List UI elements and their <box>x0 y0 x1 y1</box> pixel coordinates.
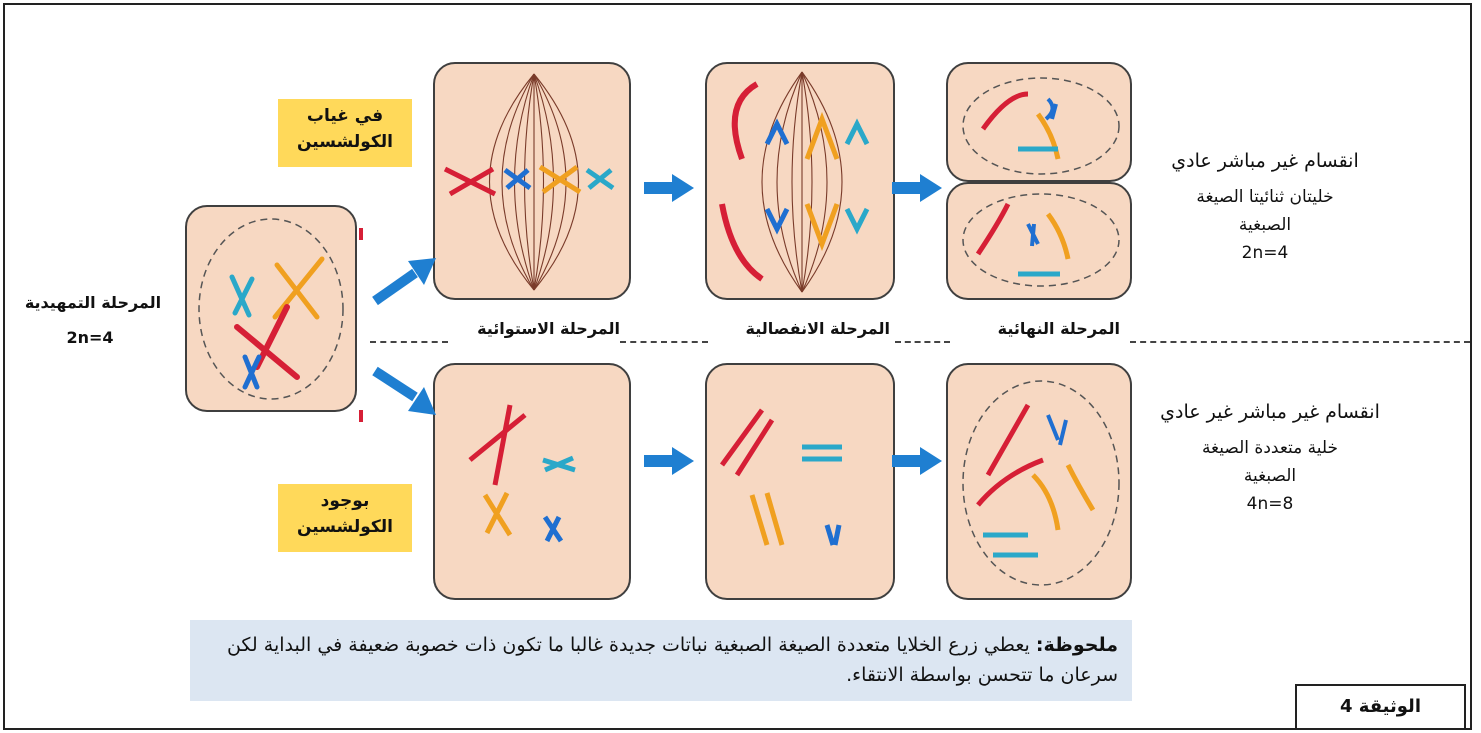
metaphase-label: المرحلة الاستوائية <box>455 319 620 338</box>
cell-edge-mark-top <box>359 228 363 240</box>
tag-with-colchicine: بوجود الكولشسين <box>278 484 412 552</box>
note-text: يعطي زرع الخلايا متعددة الصيغة الصبغية ن… <box>227 634 1118 686</box>
cell-anaphase-colchicine <box>705 363 895 600</box>
bottom-result-line2: الصبغية <box>1150 462 1390 490</box>
separator-dash-mid2 <box>895 341 950 343</box>
bottom-result-ploidy: 4n=8 <box>1150 490 1390 518</box>
top-result-line2: الصبغية <box>1150 211 1380 239</box>
tag-with-line2: الكولشسين <box>284 514 406 540</box>
tag-without-line1: في غياب <box>284 103 406 129</box>
cell-metaphase-colchicine <box>433 363 631 600</box>
separator-dash-right <box>1130 341 1470 343</box>
bottom-result: انقسام غير مباشر غير عادي خلية متعددة ال… <box>1150 398 1390 518</box>
telophase-label: المرحلة النهائية <box>965 319 1120 338</box>
cell-telophase-colchicine <box>946 363 1132 600</box>
note-box: ملحوظة: يعطي زرع الخلايا متعددة الصيغة ا… <box>190 620 1132 701</box>
note-label: ملحوظة: <box>1036 634 1118 656</box>
bottom-result-title: انقسام غير مباشر غير عادي <box>1150 398 1390 426</box>
document-label: الوثيقة 4 <box>1295 684 1466 730</box>
arrow-prophase-to-top <box>370 253 440 308</box>
anaphase-label: المرحلة الانفصالية <box>720 319 890 338</box>
tag-without-line2: الكولشسين <box>284 129 406 155</box>
tag-with-line1: بوجود <box>284 488 406 514</box>
arrow-bottom-metaphase-to-anaphase <box>644 447 694 475</box>
arrow-prophase-to-bottom <box>370 365 440 420</box>
cell-metaphase-normal <box>433 62 631 300</box>
arrow-bottom-anaphase-to-telophase <box>892 447 942 475</box>
cell-edge-mark-bottom <box>359 410 363 422</box>
prophase-ploidy: 2n=4 <box>50 328 130 347</box>
cell-anaphase-normal <box>705 62 895 300</box>
cell-prophase <box>185 205 357 412</box>
tag-without-colchicine: في غياب الكولشسين <box>278 99 412 167</box>
cell-telophase-normal-bottom <box>946 182 1132 300</box>
top-result-line1: خليتان ثنائيتا الصيغة <box>1150 183 1380 211</box>
prophase-label: المرحلة التمهيدية <box>8 293 178 312</box>
arrow-top-metaphase-to-anaphase <box>644 174 694 202</box>
separator-dash-mid1 <box>620 341 708 343</box>
separator-dash-left <box>370 341 448 343</box>
bottom-result-line1: خلية متعددة الصيغة <box>1150 434 1390 462</box>
top-result-title: انقسام غير مباشر عادي <box>1150 147 1380 175</box>
arrow-top-anaphase-to-telophase <box>892 174 942 202</box>
cell-telophase-normal-top <box>946 62 1132 182</box>
top-result-ploidy: 2n=4 <box>1150 239 1380 267</box>
top-result: انقسام غير مباشر عادي خليتان ثنائيتا الص… <box>1150 147 1380 267</box>
